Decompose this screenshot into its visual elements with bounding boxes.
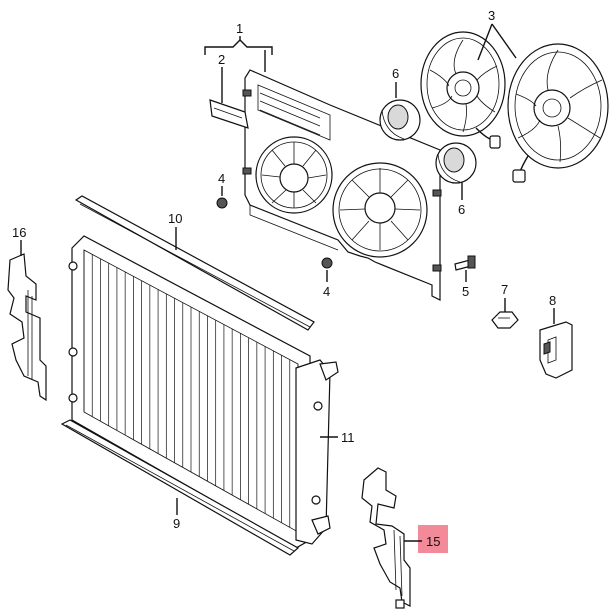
label-3-leaders (477, 23, 517, 61)
label-8: 8 (549, 293, 556, 308)
clip-7 (491, 298, 519, 329)
highlight-box-15 (418, 525, 448, 553)
nut-4-lower (321, 257, 333, 282)
bracket-8 (539, 308, 573, 379)
label-6-upper: 6 (392, 66, 399, 81)
fan-shroud (242, 69, 442, 301)
label-16: 16 (12, 225, 26, 240)
part-2-strip (209, 67, 249, 129)
ring-6-upper (379, 82, 421, 141)
label-11: 11 (341, 430, 355, 445)
label-7: 7 (501, 282, 508, 297)
air-guide-16 (7, 240, 47, 402)
seal-strip-10 (74, 195, 315, 331)
label-1: 1 (236, 21, 243, 36)
label-9: 9 (173, 516, 180, 531)
radiator-fins (83, 250, 299, 532)
label-4-lower: 4 (323, 284, 330, 299)
nut-4-upper (216, 186, 228, 209)
fan-motor-right (507, 43, 609, 183)
ring-6-lower (435, 142, 477, 200)
label-5: 5 (462, 284, 469, 299)
air-guide-15 (361, 467, 411, 609)
label-4-upper: 4 (218, 171, 225, 186)
label-3: 3 (488, 8, 495, 23)
bolt-5 (454, 255, 476, 282)
radiator (68, 235, 339, 549)
label-2: 2 (218, 52, 225, 67)
label-6-lower: 6 (458, 202, 465, 217)
label-10: 10 (168, 211, 182, 226)
label-1-bracket (204, 36, 273, 72)
fan-motor-left (420, 31, 506, 149)
seal-strip-9 (60, 419, 300, 556)
label-15: 15 (426, 534, 440, 549)
